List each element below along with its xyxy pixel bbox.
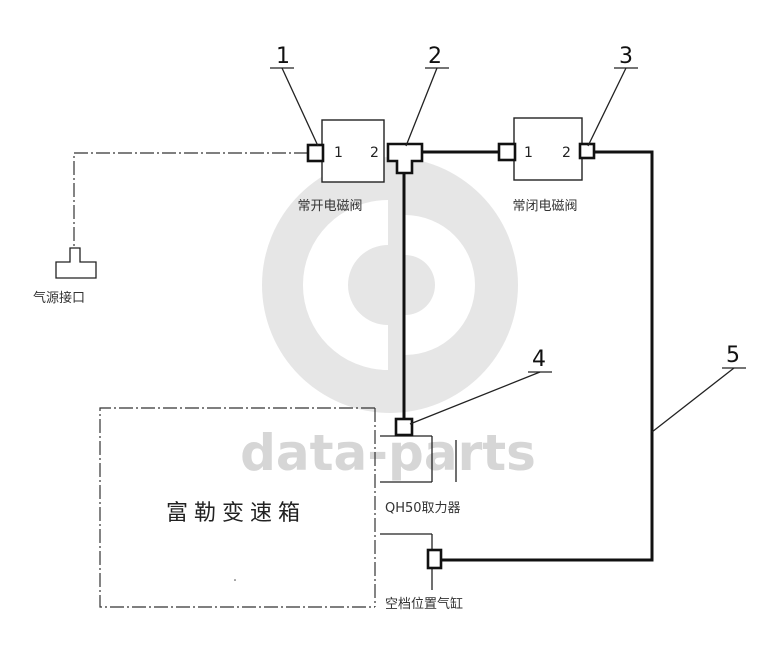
valve-closed-port-2: 2 [562,145,571,161]
gearbox: 富勒变速箱 [99,407,376,608]
valve-closed-port-1: 1 [524,145,533,161]
valve-open-port-2: 2 [370,145,379,161]
callout-3: 3 [619,44,633,69]
valve-normally-closed: 1 2 常闭电磁阀 [497,117,596,214]
gearbox-dot [234,579,236,581]
tee-fitting [386,142,424,175]
watermark-logo-left [302,199,388,371]
valve-open-port-1: 1 [334,145,343,161]
callout-1-leader [281,67,319,147]
pipe-closed-valve-to-cylinder [440,150,654,562]
pto-label: QH50取力器 [385,501,461,516]
callout-5: 5 [726,343,740,368]
air-source-label: 气源接口 [33,290,85,306]
callout-2-leader [405,67,438,147]
valve-normally-open: 1 2 常开电磁阀 [297,119,385,214]
tee-fitting-body [386,142,424,175]
gearbox-outline [99,407,375,608]
air-source-line [73,152,308,248]
pto-fitting-body [394,417,414,437]
callout-4: 4 [532,347,546,372]
pto: QH50取力器 空档位置气缸 [380,435,463,612]
pressure-pipes [402,150,654,562]
valve-open-body [321,119,385,183]
callout-2: 2 [428,44,442,69]
valve-open-inlet [306,143,325,163]
callouts: 1 2 3 4 5 [270,44,746,433]
watermark: data-parts [240,157,536,482]
air-source-interface: 气源接口 [33,247,97,306]
callout-1: 1 [276,44,290,69]
valve-closed-label: 常闭电磁阀 [512,199,577,214]
watermark-circle [262,157,518,413]
valve-closed-outlet [578,142,596,160]
gearbox-label: 富勒变速箱 [166,501,306,526]
callout-5-leader [651,367,735,433]
callout-3-leader [587,67,627,147]
cylinder-label: 空档位置气缸 [385,596,463,612]
watermark-text: data-parts [240,424,536,482]
valve-open-label: 常开电磁阀 [297,199,362,214]
cylinder-fitting-body [426,548,443,570]
watermark-logo-right [405,215,475,355]
air-source-symbol [55,247,97,279]
valve-closed-inlet [497,142,517,162]
valve-closed-body [513,117,583,181]
cylinder-fitting [426,548,443,570]
callout-4-leader [409,371,541,425]
air-source-pipe [73,152,308,248]
pto-fitting [394,417,414,437]
